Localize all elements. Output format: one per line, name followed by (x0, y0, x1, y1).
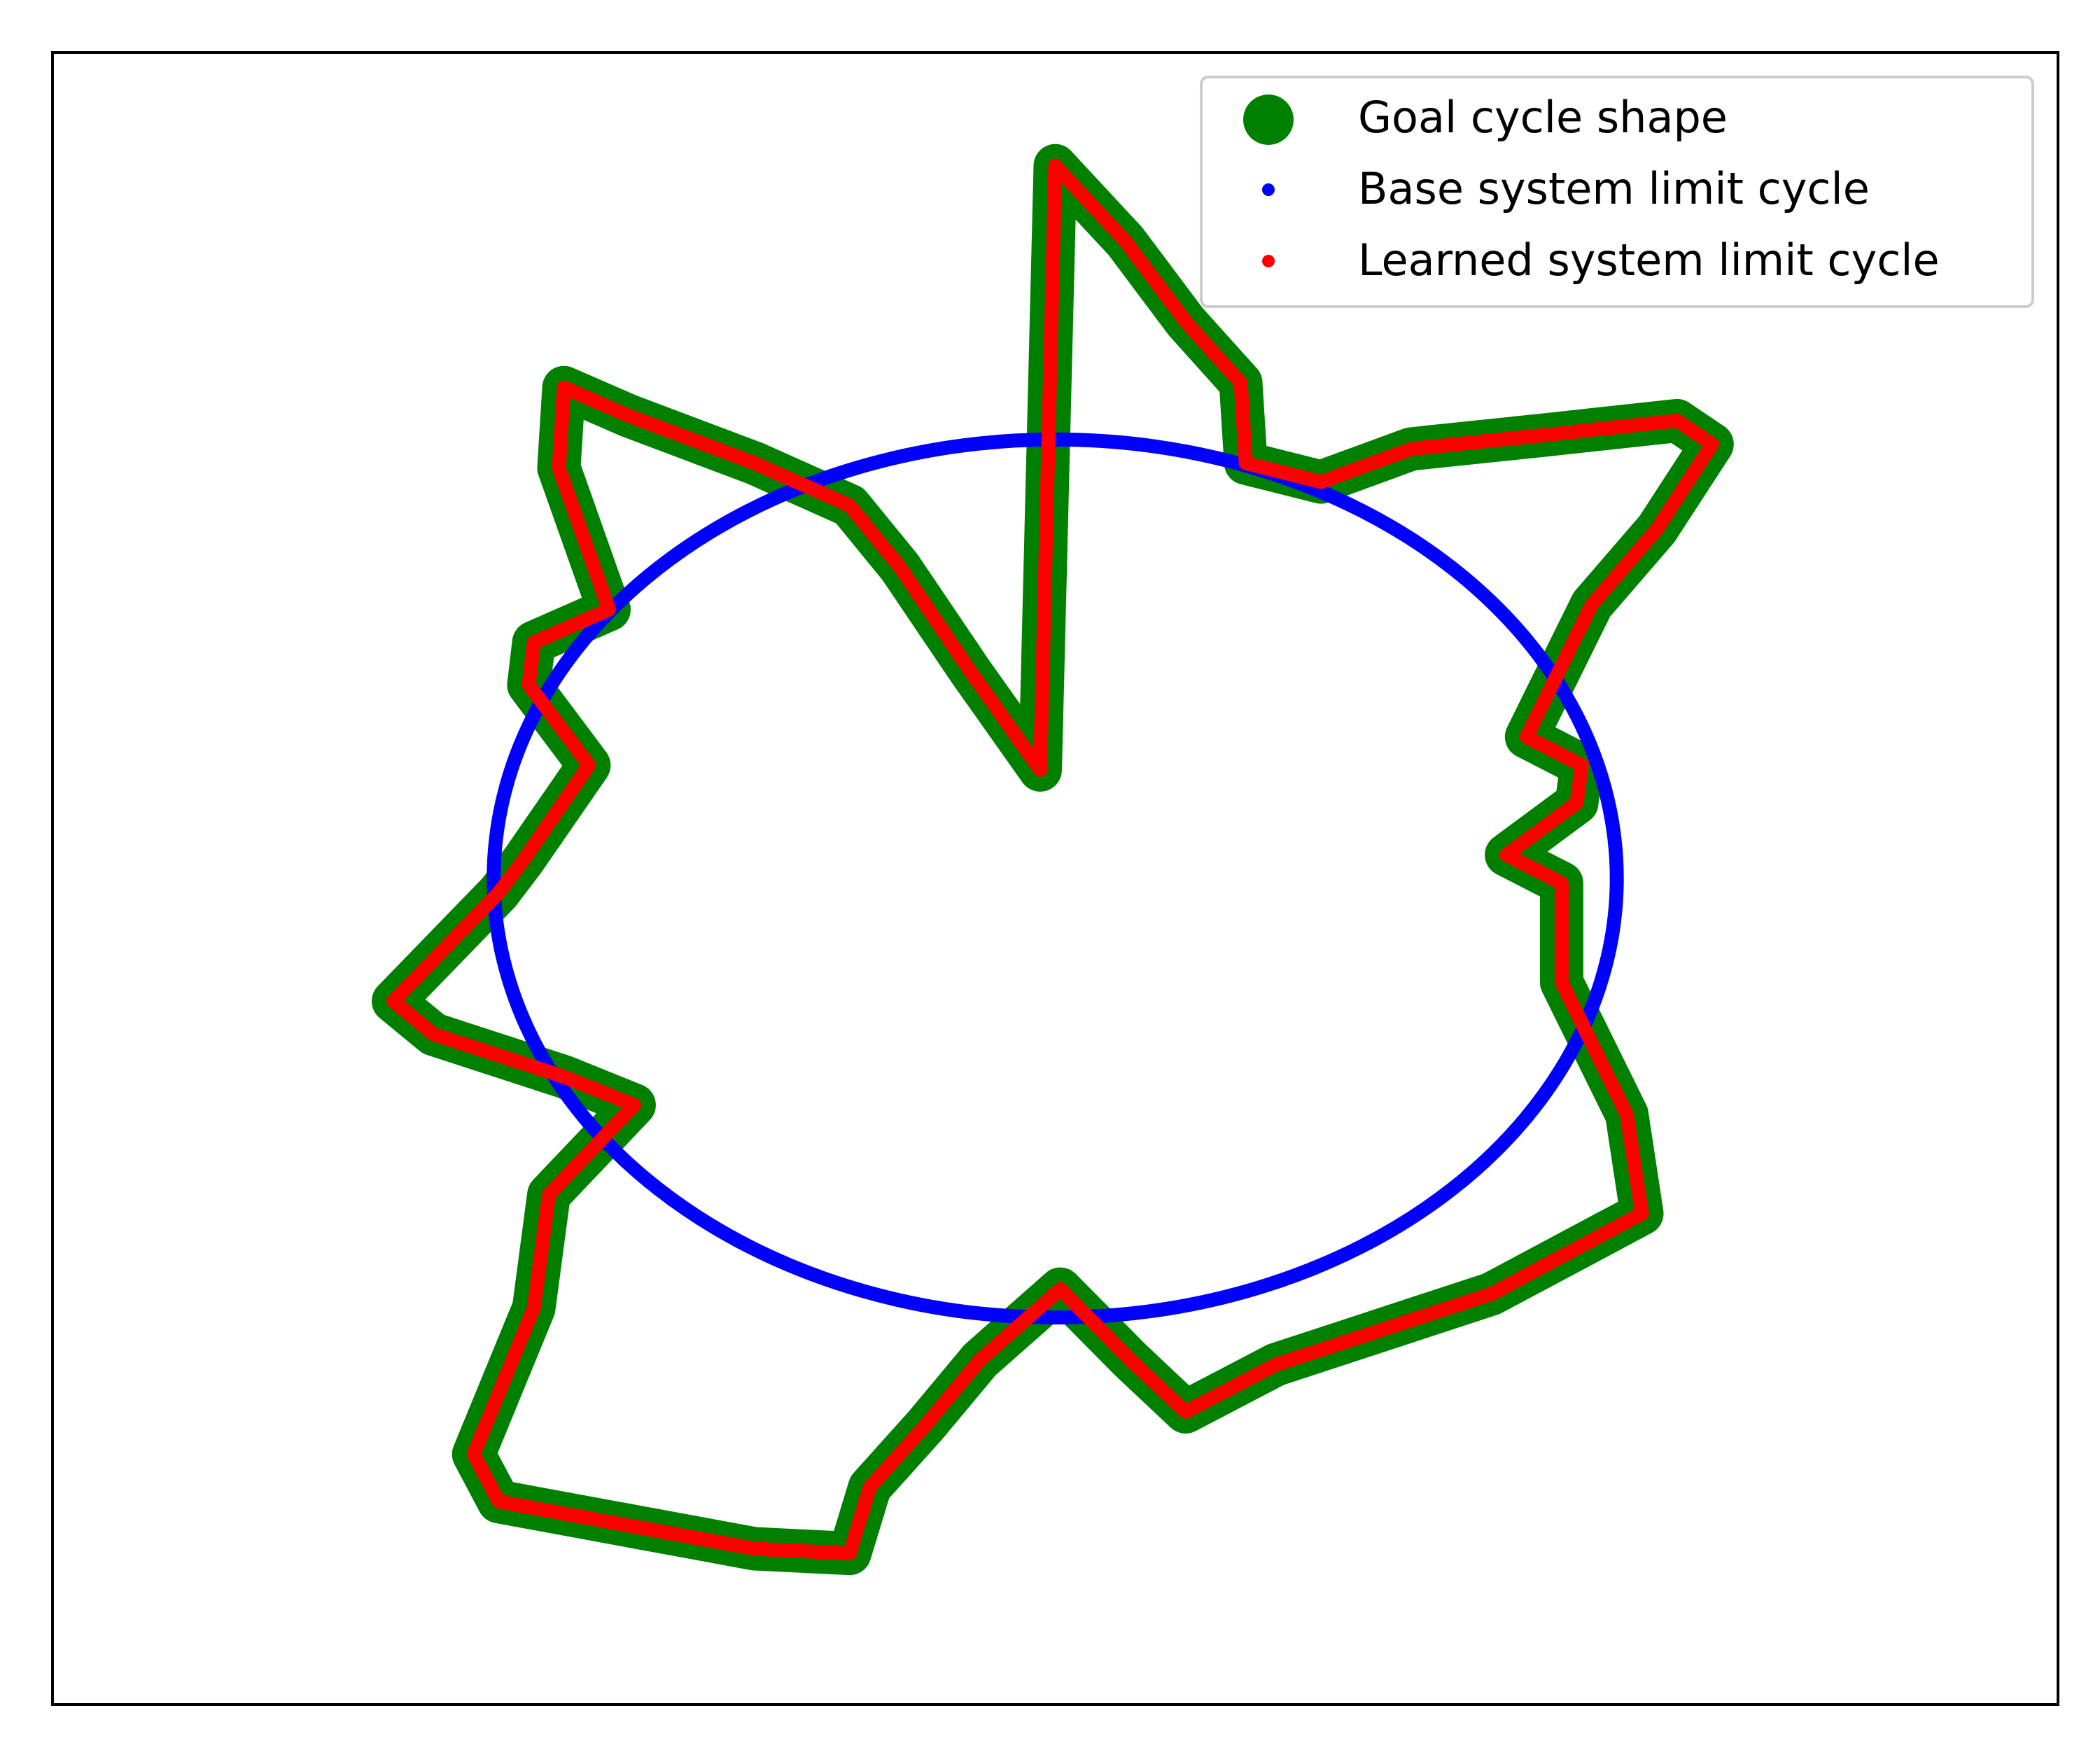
learned-limit-cycle-line (386, 158, 1719, 1561)
series-layer (372, 144, 1734, 1576)
legend: Goal cycle shape Base system limit cycle… (1200, 76, 2034, 308)
legend-label-goal: Goal cycle shape (1358, 92, 1728, 143)
legend-marker-goal (1243, 94, 1294, 145)
legend-marker-base (1262, 183, 1275, 196)
legend-label-base: Base system limit cycle (1358, 163, 1870, 214)
legend-box (1200, 76, 2034, 308)
legend-label-learned: Learned system limit cycle (1358, 234, 1940, 286)
legend-marker-learned (1262, 255, 1275, 267)
